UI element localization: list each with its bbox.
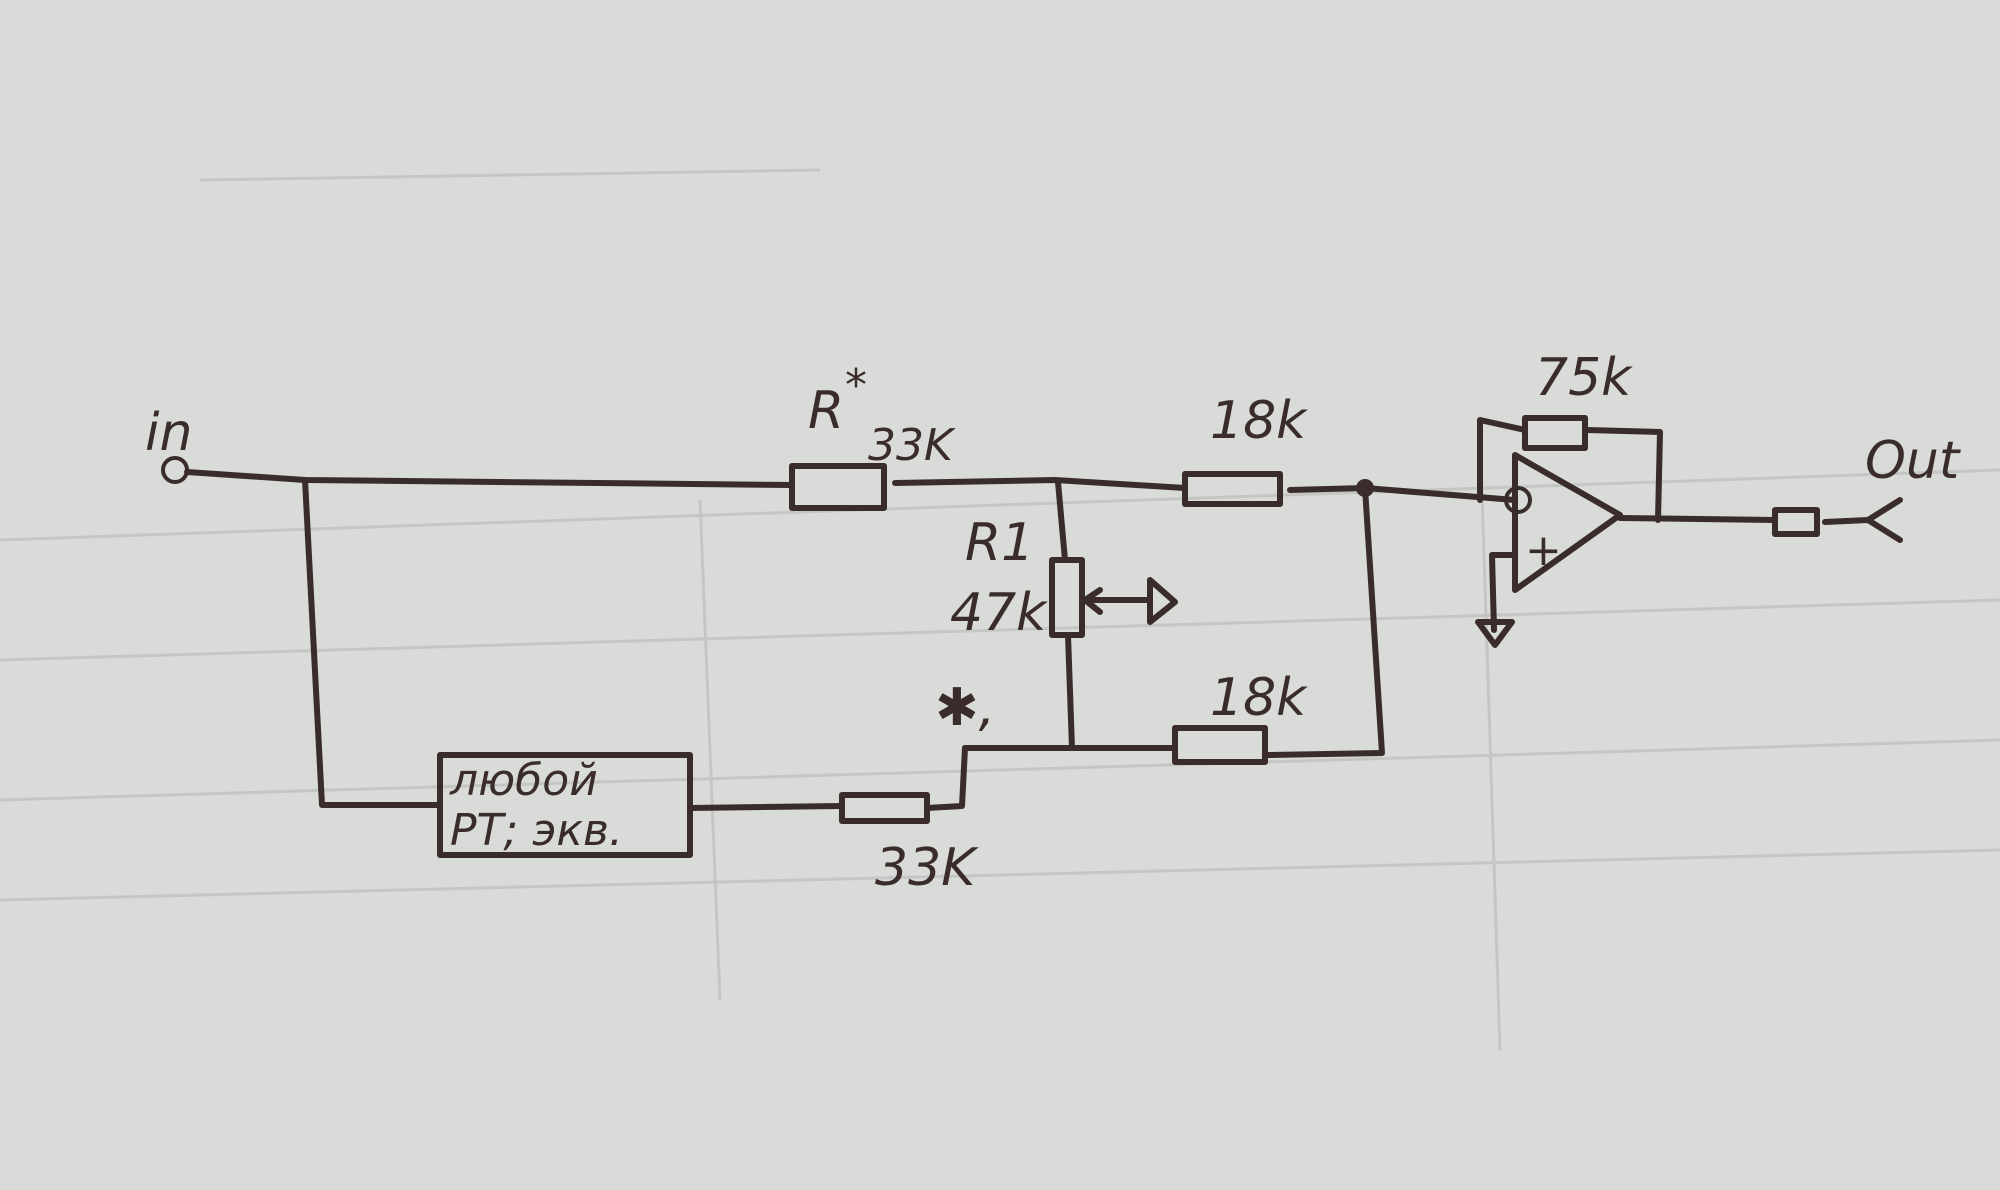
r-star-name: R [808,381,844,441]
r-lower-value: 33K [875,838,979,898]
wire-top-2 [892,477,1188,491]
r-feedback-value: 75k [1535,348,1633,408]
wire-bottom-return [1265,485,1385,758]
r1-value: 47k [950,583,1048,643]
equivalent-box: любой РТ; экв. [437,752,693,858]
wire-lower-up [924,745,968,811]
wire-output [1617,515,1778,523]
resistor-18k-bottom: 18k [1172,668,1308,765]
output-label: Out [1865,431,1961,491]
ground-icon [1475,619,1515,648]
potentiometer-r1: R1 47k [950,479,1178,751]
output-terminal [1822,497,1903,543]
wire-box-out [687,803,845,811]
op-amp: + [1475,452,1623,648]
node-mark: ✱, [935,678,995,738]
resistor-75k-feedback: 75k [1522,348,1633,451]
r-star-mark: * [845,360,867,411]
output-resistor [1772,507,1820,537]
r-bottom-value: 18k [1210,668,1308,728]
input-terminal: in [145,403,192,484]
r-star-value: 33K [868,420,956,471]
input-label: in [145,403,192,463]
wire-top [184,469,793,488]
resistor-18k-top: 18k [1182,391,1308,507]
box-line2: РТ; экв. [450,805,623,856]
r1-name: R1 [965,513,1034,573]
box-line1: любой [449,755,598,806]
background-paper-lines [0,168,2000,1051]
opamp-plus: + [1525,525,1562,576]
wire-feedback [1477,417,1663,523]
resistor-r-star: R * 33K [789,360,956,511]
wire-left-branch [302,477,443,808]
r-top-value: 18k [1210,391,1308,451]
resistor-33k-lower: 33K [839,792,979,898]
